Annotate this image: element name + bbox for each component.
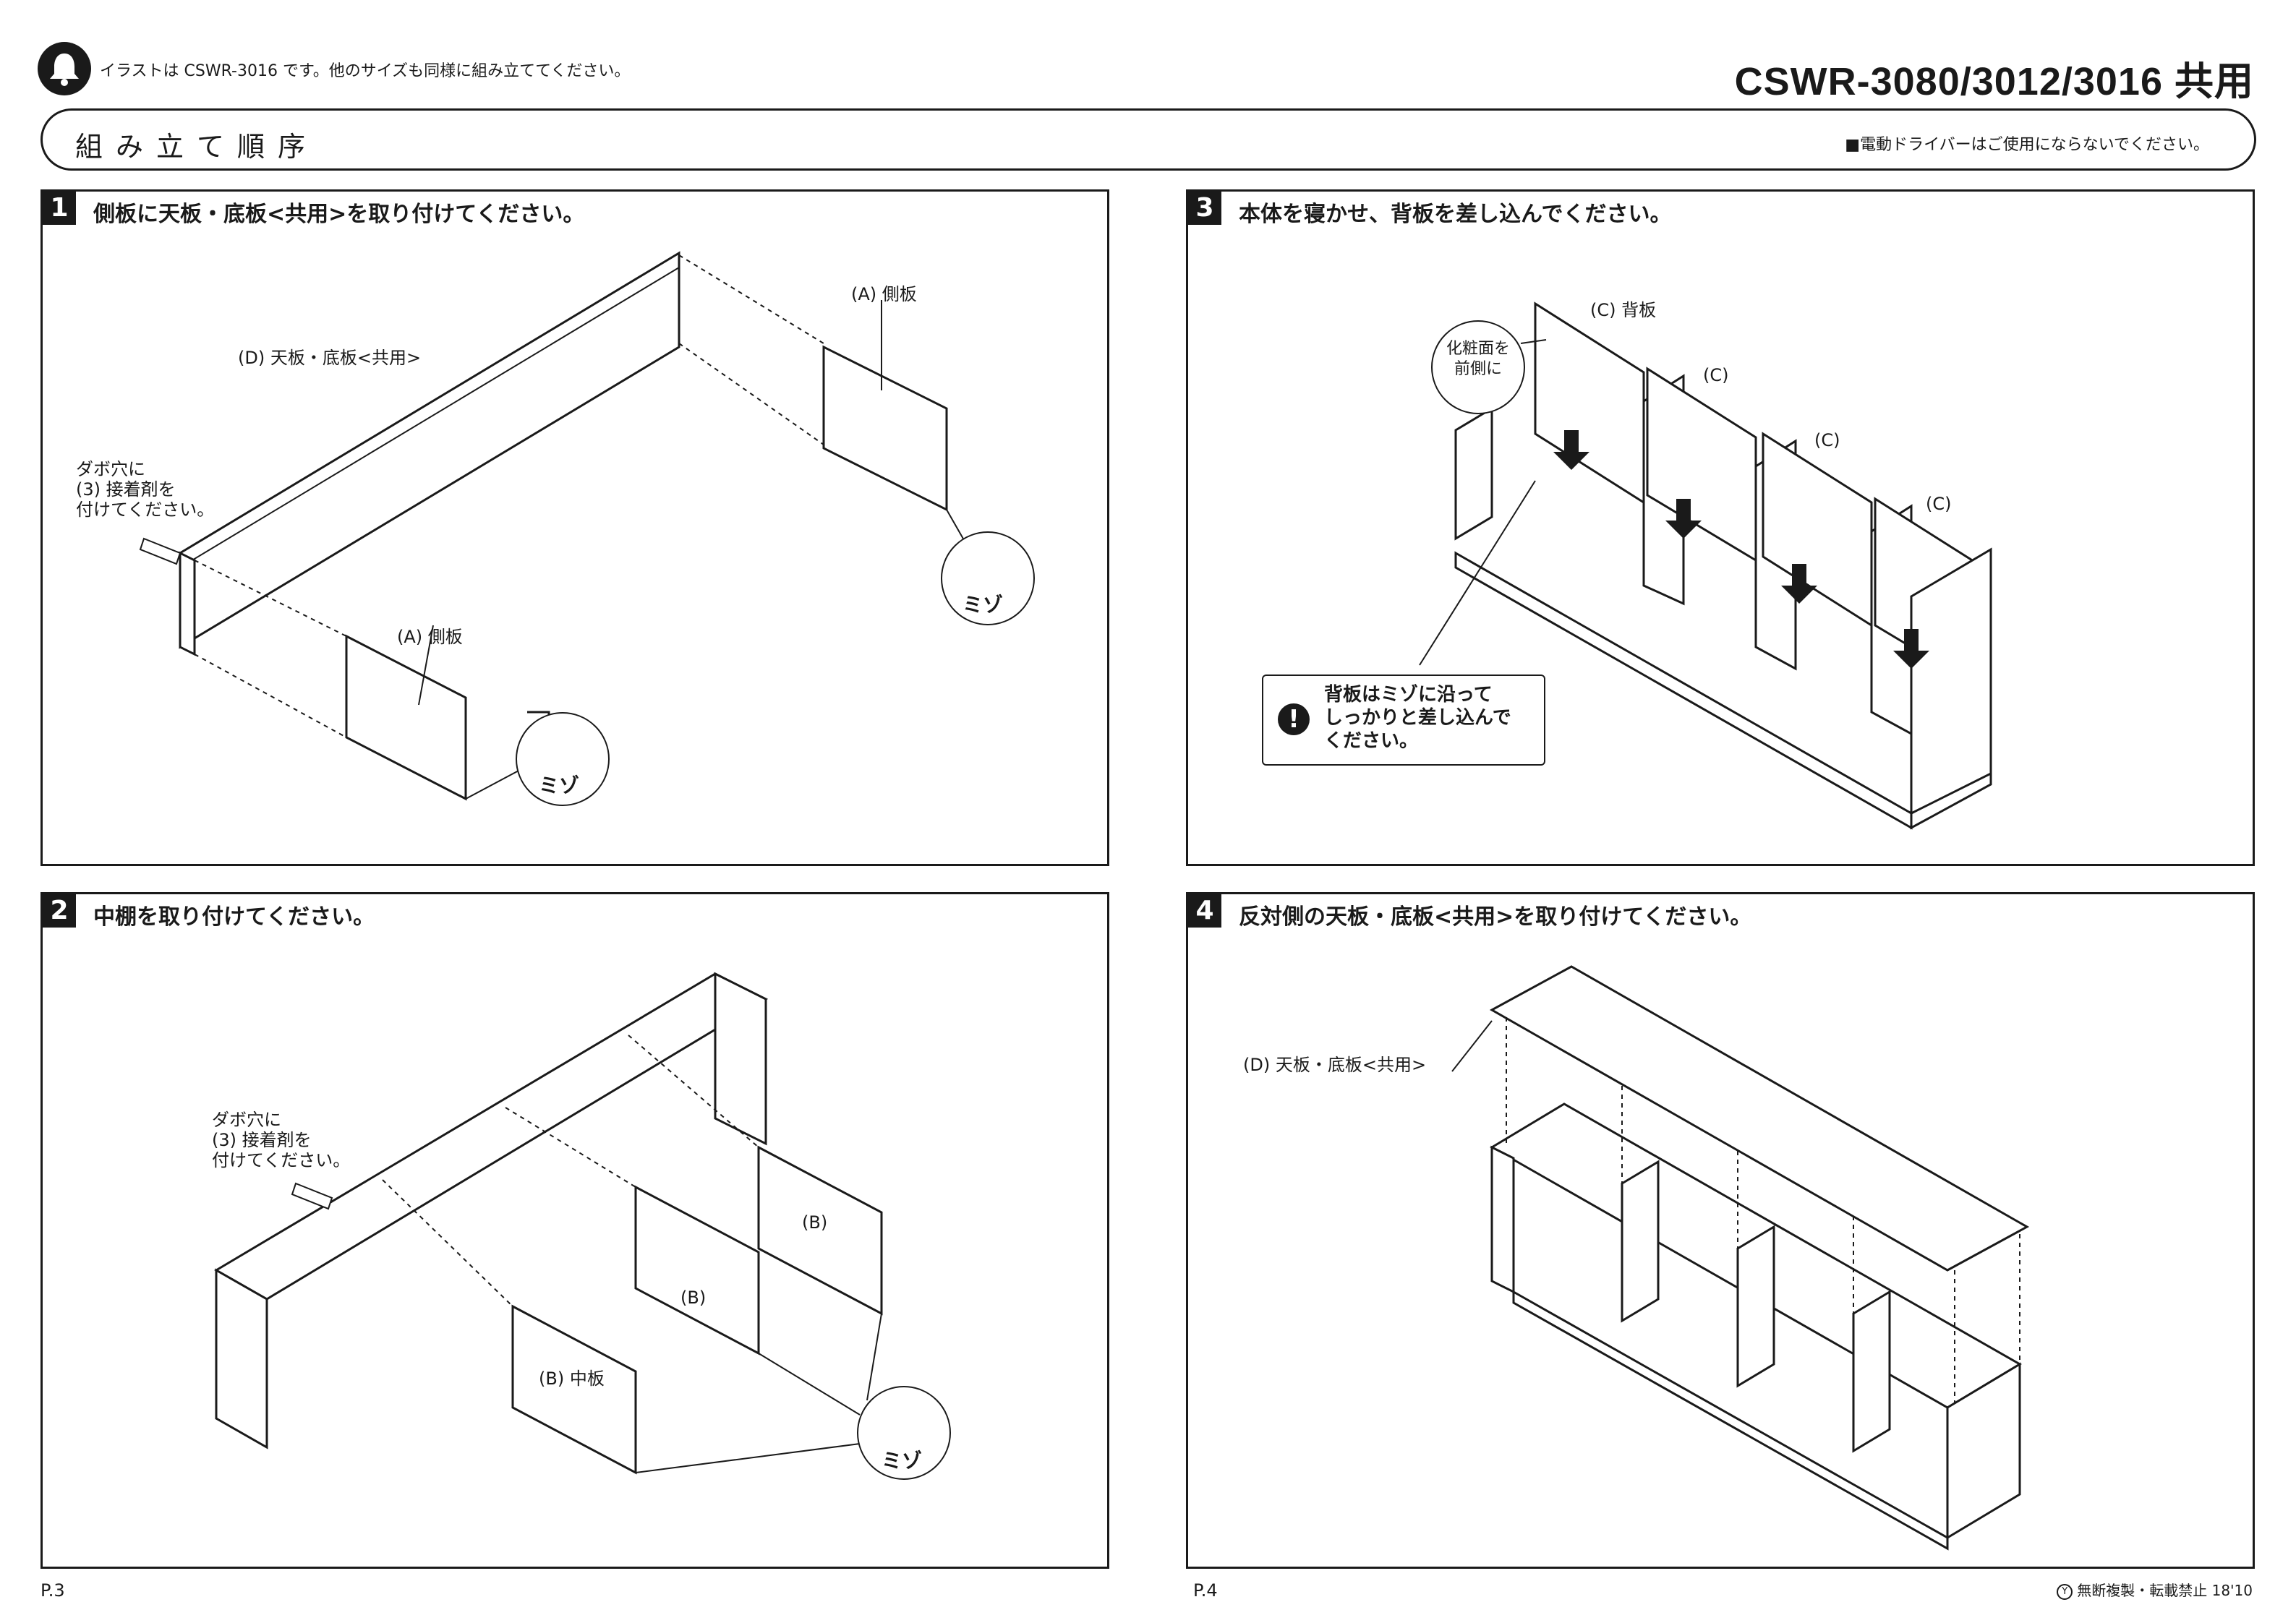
mid-panel-label: (B) <box>680 1288 707 1308</box>
step-number: 1 <box>43 192 76 225</box>
step-title: 本体を寝かせ、背板を差し込んでください。 <box>1239 202 1672 227</box>
copyright-mark-icon: Y <box>2057 1583 2073 1600</box>
step-2-panel: 2 中棚を取り付けてください。 ダボ穴に (3) 接着剤を 付けてください。 (… <box>40 892 1109 1569</box>
back-panel-label: (C) <box>1926 494 1952 514</box>
step-number: 3 <box>1188 192 1221 225</box>
section-title-bar <box>40 108 2256 171</box>
step-title: 側板に天板・底板<共用>を取り付けてください。 <box>93 202 585 227</box>
illustration-note: イラストは CSWR-3016 です。他のサイズも同様に組み立ててください。 <box>100 62 631 80</box>
section-title: 組み立て順序 <box>75 131 319 163</box>
back-panel-label: (C) <box>1703 365 1729 385</box>
warning-text: 背板はミゾに沿って しっかりと差し込んで ください。 <box>1324 684 1511 752</box>
step-1-panel: 1 側板に天板・底板<共用>を取り付けてください。 (D) 天板・底板< <box>40 189 1109 866</box>
groove-label: ミゾ <box>963 593 1004 617</box>
mid-panel-label: (B) 中板 <box>539 1369 605 1389</box>
step-number: 2 <box>43 894 76 928</box>
groove-callout <box>941 531 1035 625</box>
top-panel-label: (D) 天板・底板<共用> <box>1243 1055 1427 1075</box>
finish-side-bubble: 化粧面を 前側に <box>1431 320 1525 414</box>
step-4-illustration <box>1451 965 2030 1551</box>
side-panel-label: (A) 側板 <box>851 284 917 304</box>
groove-callout <box>857 1386 951 1480</box>
top-panel-label: (D) 天板・底板<共用> <box>238 348 422 368</box>
step-number: 4 <box>1188 894 1221 928</box>
step-3-panel: 2 3 本体を寝かせ、背板を差し込んでください。 (C <box>1186 189 2255 866</box>
groove-label: ミゾ <box>539 774 580 797</box>
step-title: 中棚を取り付けてください。 <box>93 904 375 930</box>
copyright-text: 無断複製・転載禁止 18'10 <box>2077 1582 2253 1599</box>
groove-callout <box>516 712 610 806</box>
step-3-illustration <box>1419 301 1992 830</box>
groove-label: ミゾ <box>882 1449 923 1473</box>
side-panel-label: (A) 側板 <box>397 627 463 647</box>
back-panel-label: (C) <box>1814 430 1840 450</box>
back-panel-label: (C) 背板 <box>1590 300 1657 320</box>
step-4-panel: 4 反対側の天板・底板<共用>を取り付けてください。 (D) 天板・底板<共用> <box>1186 892 2255 1569</box>
step-2-illustration <box>214 972 890 1475</box>
bell-icon <box>38 42 91 95</box>
mid-panel-label: (B) <box>802 1212 828 1233</box>
page-number-left: P.3 <box>40 1580 65 1601</box>
section-note: ■電動ドライバーはご使用にならないでください。 <box>1845 136 2209 154</box>
glue-note: ダボ穴に (3) 接着剤を 付けてください。 <box>212 1110 351 1170</box>
warning-box: ! 背板はミゾに沿って しっかりと差し込んで ください。 <box>1262 675 1545 766</box>
model-number: CSWR-3080/3012/3016 共用 <box>1734 60 2254 103</box>
step-title: 反対側の天板・底板<共用>を取り付けてください。 <box>1239 904 1752 930</box>
page-number-right: P.4 <box>1193 1580 1218 1601</box>
warning-icon: ! <box>1278 703 1310 735</box>
glue-note: ダボ穴に (3) 接着剤を 付けてください。 <box>76 459 215 520</box>
step-1-illustration <box>139 251 977 801</box>
